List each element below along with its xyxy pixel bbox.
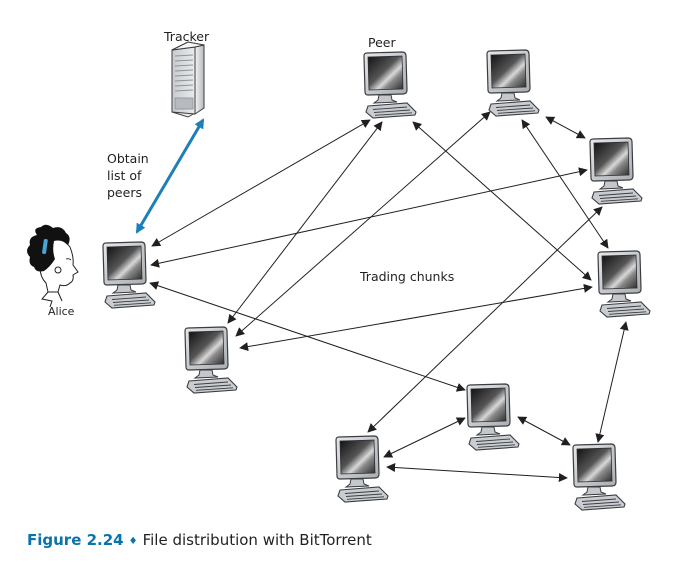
peer-link-arrow <box>383 417 466 458</box>
peer-computer-icon <box>466 383 520 451</box>
trading-chunks-label: Trading chunks <box>360 269 455 284</box>
peer-computer-icon <box>335 435 389 503</box>
tracker-label: Tracker <box>164 29 210 44</box>
peer-link-arrow <box>239 283 593 352</box>
connection-lines <box>135 111 629 482</box>
tracker-server-icon <box>171 41 205 118</box>
obtain-list-label: Obtain list of peers <box>107 150 149 201</box>
diamond-icon: ♦ <box>128 536 138 547</box>
peer-link-arrow <box>151 119 371 247</box>
obtain-line-3: peers <box>107 185 142 200</box>
peer-link-arrow <box>367 206 603 433</box>
peer-link-arrow <box>150 167 588 268</box>
peer-link-arrow <box>412 121 592 281</box>
peer-label: Peer <box>368 35 396 50</box>
alice-computer-icon <box>102 241 156 309</box>
peer-link-arrow <box>227 121 383 324</box>
figure-number: Figure 2.24 <box>27 531 124 549</box>
peer-computer-icon <box>184 326 238 394</box>
obtain-line-1: Obtain <box>107 151 149 166</box>
obtain-line-2: list of <box>107 168 142 183</box>
peer-link-arrow <box>235 111 491 337</box>
alice-person-icon <box>27 224 79 308</box>
peer-link-arrow <box>595 321 629 443</box>
alice-label: Alice <box>48 305 75 318</box>
peer-computer-icon <box>572 443 626 511</box>
peer-computer-icon <box>589 137 643 205</box>
peer-computer-icon <box>486 49 540 117</box>
peer-computer-icon <box>363 51 417 119</box>
figure-caption: Figure 2.24 ♦ File distribution with BitTo… <box>27 531 372 549</box>
caption-text: File distribution with BitTorrent <box>142 531 372 549</box>
peer-link-arrow <box>545 116 586 139</box>
peer-computer-icon <box>597 250 651 318</box>
peer-link-arrow <box>386 463 568 482</box>
peer-link-arrow <box>517 416 571 446</box>
